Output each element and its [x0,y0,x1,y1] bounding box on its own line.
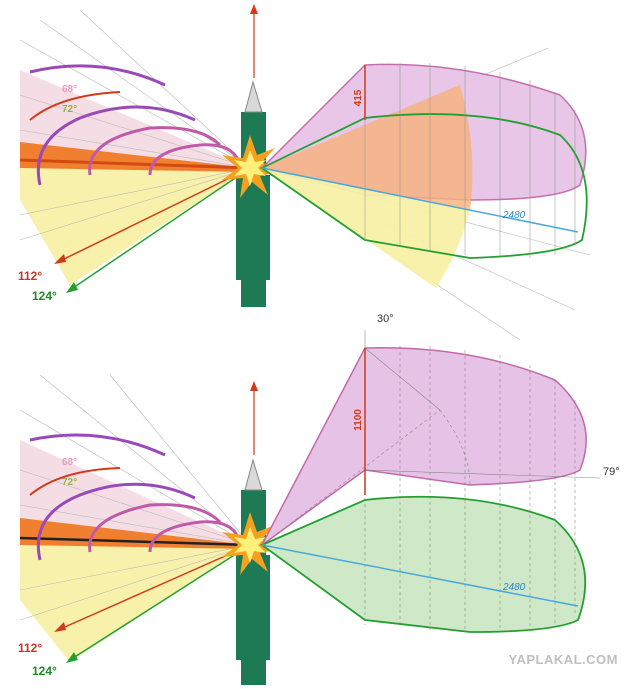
right-green-envelope [260,113,588,259]
angle-label-124-bottom: 124° [32,664,57,678]
angle-label-30: 30° [377,313,394,325]
right-orange-sector [262,85,473,210]
angle-label-112-top: 112° [18,269,42,283]
right-grid-bottom [364,346,576,632]
panel-bottom: 1100 2480 30° 79° 68° 72° 112° 124° [18,313,620,685]
angle-label-72-bottom: 72° [62,477,77,488]
height-label-bottom: 1100 [353,409,364,431]
angle-label-124-top: 124° [32,289,57,303]
construction-lines [261,330,601,546]
distance-label-bottom: 2480 [502,582,526,593]
left-arcs [29,433,240,561]
left-fan-lower-yellow [20,168,250,285]
arrow-124 [69,544,251,661]
arrow-112 [57,544,251,631]
height-label-top: 415 [353,89,364,106]
explosion-bottom [222,512,280,575]
left-fan-rays [19,374,251,621]
right-pink-envelope [261,347,587,546]
missile-top [236,4,270,307]
left-fan-upper [20,70,250,168]
distance-line-bottom [261,544,579,607]
angle-label-68-top: 68° [62,84,77,95]
panel-top: 415 2480 68° 72° 112° 124° [18,4,591,341]
explosion-top [222,135,280,198]
angle-label-72-top: 72° [62,104,77,115]
distance-label-top: 2480 [502,210,526,221]
angle-label-112-bottom: 112° [18,641,42,655]
left-fan-lower-yellow [20,545,250,662]
arrow-124 [69,167,251,291]
left-orange-beam [20,518,250,549]
arrow-112 [57,167,251,263]
right-yellow-sector [262,168,470,288]
left-fan-upper [20,440,250,545]
distance-line-top [261,167,579,233]
angle-label-79: 79° [603,466,620,478]
left-arcs [29,64,240,186]
angle-label-68-bottom: 68° [62,457,77,468]
watermark: YAPLAKAL.COM [508,652,618,667]
right-green-envelope [260,495,587,633]
